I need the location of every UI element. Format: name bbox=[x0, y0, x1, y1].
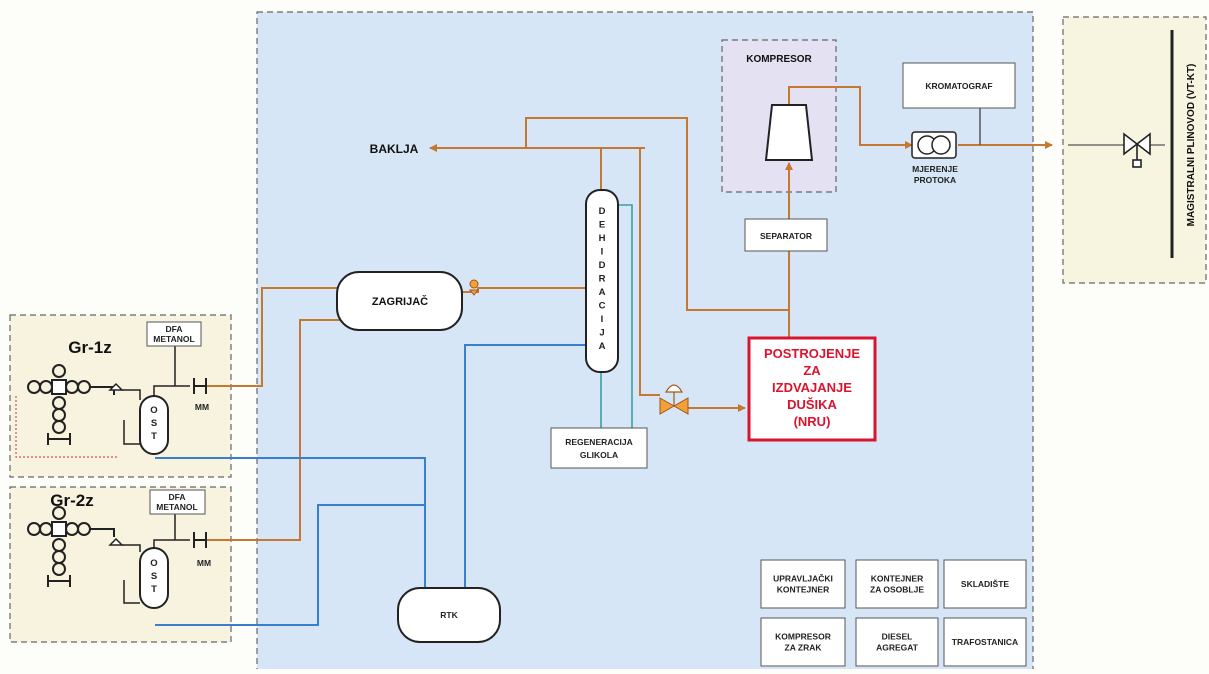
nru-box bbox=[747, 336, 877, 442]
baklja-label: BAKLJA bbox=[370, 142, 419, 156]
dfa2-label-2: METANOL bbox=[156, 502, 197, 512]
dehidracija-letter: R bbox=[599, 274, 606, 285]
nru-label-line: ZA bbox=[803, 363, 821, 378]
facility-box bbox=[855, 559, 939, 609]
facility-label: ZA OSOBLJE bbox=[870, 585, 924, 595]
facility-box bbox=[855, 617, 939, 667]
facility-label: ZA ZRAK bbox=[785, 643, 823, 653]
facility-label: KOMPRESOR bbox=[775, 632, 831, 642]
well-outlet-lines bbox=[122, 389, 141, 604]
ost2-letter: O bbox=[150, 558, 157, 569]
dfa-metanol-box-2 bbox=[149, 489, 206, 515]
flare-branch-left bbox=[525, 117, 789, 311]
facility-box bbox=[760, 559, 846, 609]
dehidracija-letter: D bbox=[599, 260, 606, 271]
dehidracija-letter: A bbox=[599, 287, 606, 298]
nru-label-line: DUŠIKA bbox=[787, 397, 837, 412]
facility-box bbox=[760, 617, 846, 667]
mm1-label: MM bbox=[195, 402, 209, 412]
compressor-outlet-line bbox=[788, 86, 913, 149]
nru-label-line: (NRU) bbox=[794, 414, 831, 429]
dfa1-label: DFA bbox=[166, 324, 183, 334]
dehidracija-letter: I bbox=[601, 314, 604, 325]
blue-lines bbox=[155, 344, 586, 626]
dfa1-label-2: METANOL bbox=[153, 334, 194, 344]
dfa-metanol-box-1 bbox=[146, 321, 202, 347]
pressure-valve-icon bbox=[659, 384, 689, 415]
nru-label: POSTROJENJE ZA IZDVAJANJE DUŠIKA (NRU) bbox=[764, 346, 860, 429]
ost1-letter: O bbox=[150, 405, 157, 416]
kromatograf-box bbox=[902, 62, 1016, 109]
compressor-icon bbox=[764, 104, 814, 161]
facility-label: AGREGAT bbox=[876, 643, 919, 653]
pipeline-valve-icon bbox=[1123, 132, 1151, 168]
wellhead-icon bbox=[27, 506, 115, 587]
facility-label: KONTEJNER bbox=[871, 574, 923, 584]
ost2-letter: S bbox=[151, 571, 157, 582]
dehidracija-letter: J bbox=[599, 328, 604, 339]
control-valve-icon bbox=[468, 279, 480, 296]
facility-label: UPRAVLJAČKI bbox=[773, 573, 833, 584]
rtk-label: RTK bbox=[440, 610, 458, 620]
facility-label: SKLADIŠTE bbox=[961, 578, 1010, 589]
mm2-label: MM bbox=[197, 558, 211, 568]
gas-line-well2 bbox=[207, 319, 340, 541]
dfa2-label: DFA bbox=[169, 492, 186, 502]
nru-label-line: IZDVAJANJE bbox=[772, 380, 852, 395]
dehidracija-letter: I bbox=[601, 247, 604, 258]
well-group-1-label: Gr-1z bbox=[68, 338, 111, 357]
choke-icon bbox=[108, 382, 124, 546]
dehidracija-letter: C bbox=[599, 301, 606, 312]
facility-label: KONTEJNER bbox=[777, 585, 829, 595]
glycol-line-2 bbox=[618, 204, 633, 428]
dehidracija-letter: H bbox=[599, 233, 606, 244]
flare-branch-right bbox=[639, 148, 660, 396]
nru-label-line: POSTROJENJE bbox=[764, 346, 860, 361]
dehidracija-column bbox=[585, 189, 619, 373]
dehidracija-letter: E bbox=[599, 220, 605, 231]
gas-lines bbox=[207, 86, 1053, 541]
kromatograf-label: KROMATOGRAF bbox=[925, 81, 992, 91]
dehidracija-letter: A bbox=[599, 341, 606, 352]
dehidracija-letter: D bbox=[599, 206, 606, 217]
pipeline-area bbox=[1062, 16, 1207, 284]
ost1-letter: S bbox=[151, 418, 157, 429]
rtk-tank bbox=[397, 587, 501, 643]
flow-meter-icon bbox=[911, 131, 957, 159]
facility-box bbox=[943, 559, 1027, 609]
separator-label: SEPARATOR bbox=[760, 231, 812, 241]
regeneracija-box bbox=[550, 427, 648, 469]
blue-line-ost2-rtk bbox=[155, 504, 425, 626]
blue-line-rtk-dehydration bbox=[464, 344, 586, 588]
zagrijac-label: ZAGRIJAČ bbox=[372, 295, 428, 308]
well1-dotted-boundary bbox=[15, 396, 118, 458]
ost-to-mm-lines bbox=[153, 345, 190, 548]
ost2-letter: T bbox=[151, 584, 157, 595]
facility-box bbox=[943, 617, 1027, 667]
regeneracija-label: REGENERACIJA bbox=[565, 437, 633, 447]
ost1-letter: T bbox=[151, 431, 157, 442]
facility-label: TRAFOSTANICA bbox=[952, 637, 1018, 647]
mjerenje-label: MJERENJE bbox=[912, 164, 958, 174]
well-group-2-label: Gr-2z bbox=[50, 491, 93, 510]
kompresor-label: KOMPRESOR bbox=[746, 54, 812, 65]
pipeline-label: MAGISTRALNI PLINOVOD (VT-KT) bbox=[1186, 64, 1197, 227]
regeneracija-label-2: GLIKOLA bbox=[580, 450, 618, 460]
wellhead-icon bbox=[27, 364, 115, 445]
mjerenje-label-2: PROTOKA bbox=[914, 175, 956, 185]
separator-box bbox=[744, 218, 828, 252]
glycol-lines bbox=[600, 204, 633, 428]
blue-line-ost1-rtk bbox=[155, 457, 426, 588]
zagrijac-heater bbox=[336, 271, 463, 331]
mm-meter-icon bbox=[193, 378, 207, 548]
facility-label: DIESEL bbox=[882, 632, 913, 642]
gas-line-well1 bbox=[207, 287, 337, 387]
